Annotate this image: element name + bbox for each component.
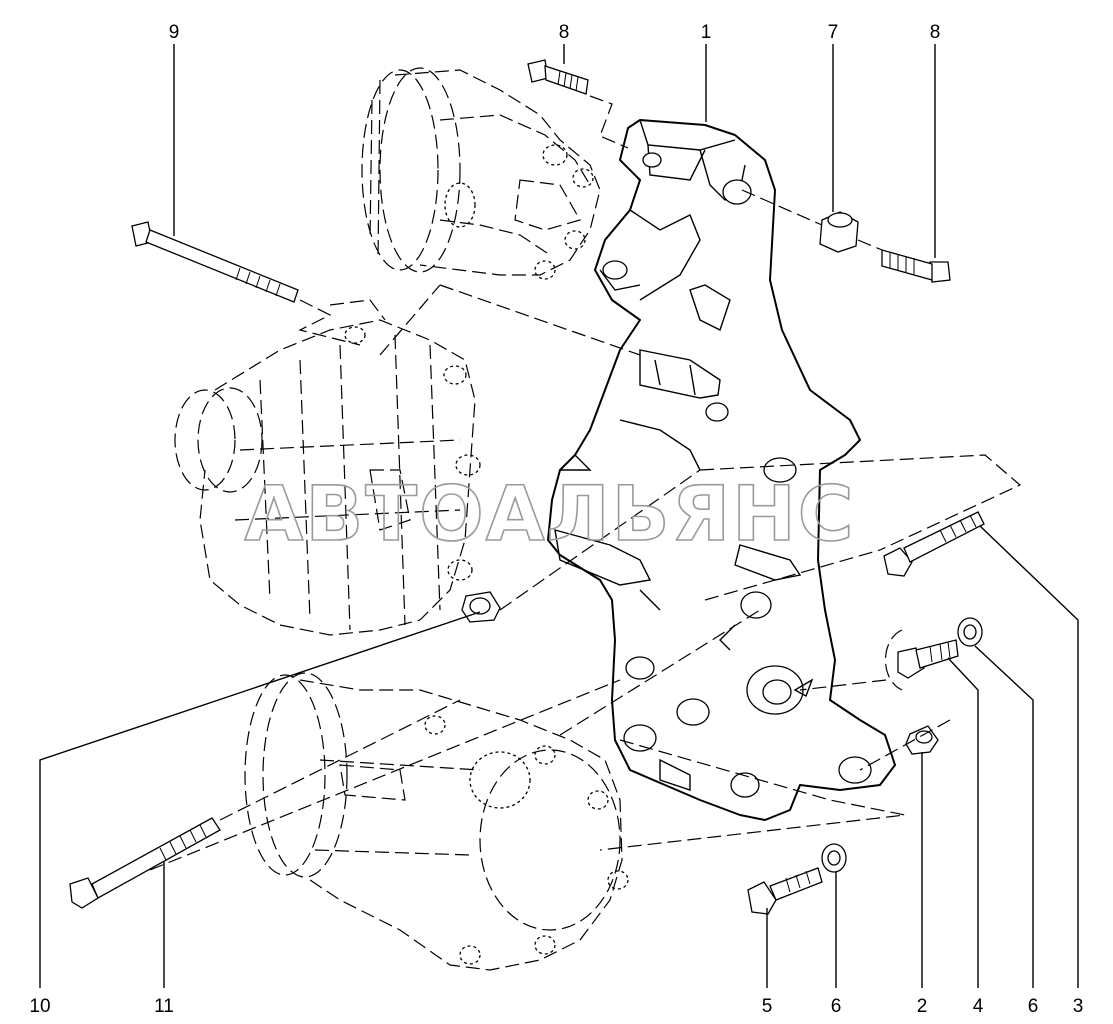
bolt-9-long — [131, 221, 299, 303]
bolt-3 — [883, 511, 985, 577]
callout-8-left: 8 — [559, 22, 570, 43]
callout-4: 4 — [973, 996, 984, 1017]
alternator — [174, 299, 481, 636]
bolt-8-right — [881, 249, 951, 283]
bolt-5 — [747, 867, 823, 915]
callout-11: 11 — [154, 996, 174, 1017]
washer-6-upper — [957, 617, 983, 647]
assembly-lines — [149, 95, 1022, 871]
watermark-text: АВТОАЛЬЯНС — [245, 469, 856, 558]
bolt-4 — [884, 629, 959, 691]
leader-lines — [39, 44, 1079, 988]
bushing-2 — [905, 725, 939, 755]
callout-3: 3 — [1073, 996, 1084, 1017]
callout-5: 5 — [762, 996, 773, 1017]
callout-1: 1 — [701, 22, 712, 43]
ac-compressor — [244, 672, 629, 971]
callout-7: 7 — [828, 22, 839, 43]
power-steering-pump — [361, 67, 601, 280]
callout-6-right: 6 — [1028, 996, 1039, 1017]
callout-8-right: 8 — [930, 22, 941, 43]
callout-10: 10 — [29, 996, 50, 1017]
bolt-8-top — [527, 59, 589, 95]
washer-6-lower — [821, 843, 847, 873]
callouts: 1 2 3 4 5 6 6 7 8 8 9 10 11 — [29, 22, 1083, 1017]
bolt-11-long — [69, 817, 221, 909]
callout-9: 9 — [169, 22, 180, 43]
callout-2: 2 — [917, 996, 928, 1017]
bushing-7 — [819, 211, 859, 253]
callout-6-lower: 6 — [831, 996, 842, 1017]
mounting-bracket — [547, 119, 896, 821]
nut-10 — [461, 591, 501, 623]
